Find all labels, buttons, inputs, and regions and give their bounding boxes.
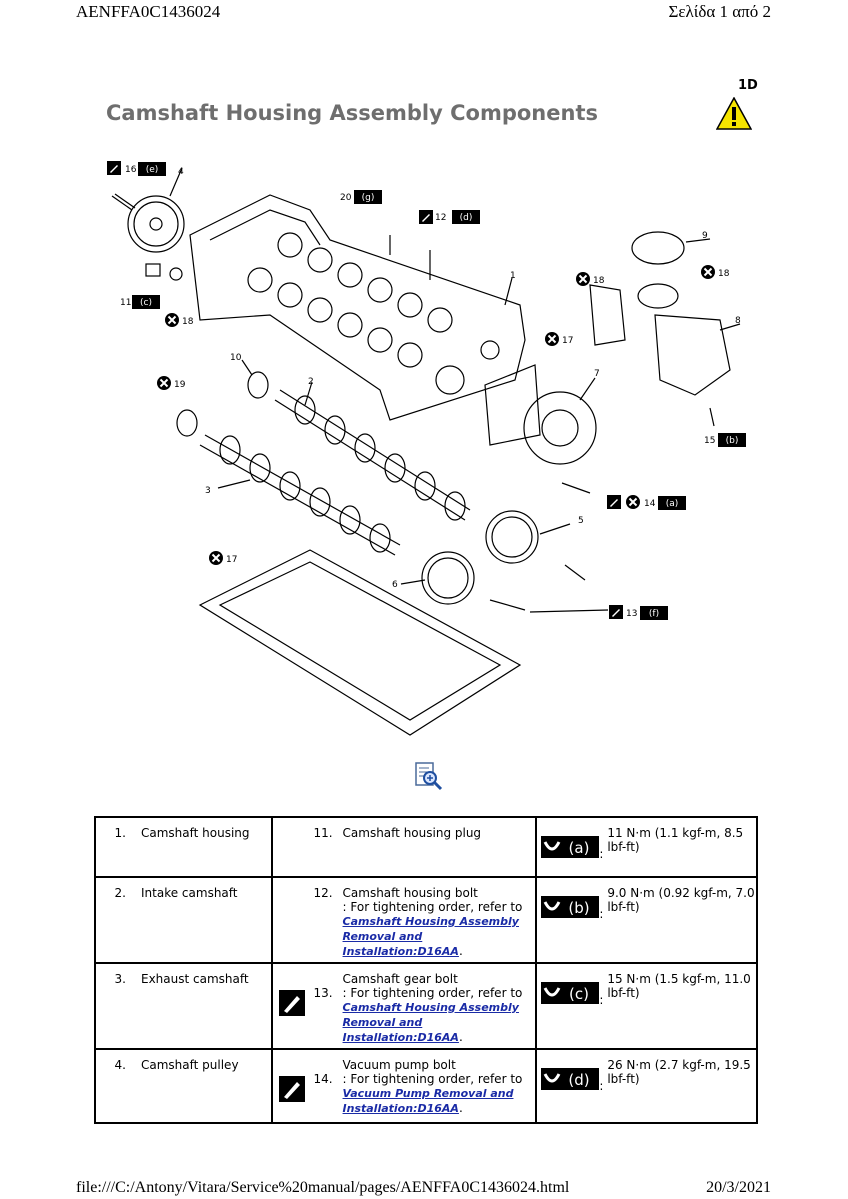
procedure-link[interactable]: Removal and [342, 930, 423, 943]
document-code: AENFFA0C1436024 [76, 2, 221, 21]
torque-value: 9.0 N·m (0.92 kgf-m, 7.0 lbf-ft) [607, 886, 755, 914]
callout-16: 16 [125, 165, 137, 175]
part-name: Camshaft housing [141, 826, 250, 840]
page-title: Camshaft Housing Assembly Components [106, 101, 598, 125]
torque-b-tag: (b) [726, 436, 739, 446]
callout-8: 8 [735, 316, 741, 326]
part-name: Camshaft housing bolt [342, 886, 478, 900]
torque-d-icon: (d) [541, 1068, 600, 1090]
callout-14: 14 [644, 499, 656, 509]
table-row: 2. Intake camshaft 12. Camshaft housing b… [94, 876, 758, 964]
callout-18b: 18 [593, 276, 605, 286]
torque-code: (a) [569, 839, 590, 857]
procedure-link[interactable]: Camshaft Housing Assembly [342, 915, 519, 928]
part-number: 2. [114, 886, 126, 900]
torque-code: (b) [569, 899, 590, 917]
callout-6: 6 [392, 580, 398, 590]
torque-value: 15 N·m (1.5 kgf-m, 11.0 lbf-ft) [607, 972, 751, 1000]
torque-f-tag: (f) [649, 609, 659, 619]
callout-19: 19 [174, 380, 186, 390]
callout-12: 12 [435, 213, 446, 223]
tightening-note: : For tightening order, refer to [342, 1072, 523, 1086]
torque-code: (c) [569, 985, 589, 1003]
callout-10: 10 [230, 353, 242, 363]
print-date: 20/3/2021 [706, 1179, 771, 1196]
table-row: 3. Exhaust camshaft 13. Camshaft gear bol… [94, 962, 758, 1050]
callout-9: 9 [702, 231, 708, 241]
callout-4: 4 [178, 167, 184, 177]
part-number: 3. [114, 972, 126, 986]
parts-table: 1. Camshaft housing 11. Camshaft housing … [94, 816, 758, 1124]
procedure-link[interactable]: Installation:D16AA [342, 1031, 459, 1044]
tightening-note: : For tightening order, refer to [342, 986, 523, 1000]
callout-5: 5 [578, 516, 584, 526]
callout-17a: 17 [562, 336, 573, 346]
callout-7: 7 [594, 369, 600, 379]
torque-d-tag: (d) [460, 213, 473, 223]
procedure-link[interactable]: Installation:D16AA [342, 1102, 459, 1115]
part-number: 4. [114, 1058, 126, 1072]
callout-15: 15 [704, 436, 715, 446]
procedure-link[interactable]: Vacuum Pump Removal and [342, 1087, 514, 1100]
part-name: Camshaft gear bolt [342, 972, 458, 986]
warning-icon [716, 97, 752, 130]
callout-1: 1 [510, 271, 516, 281]
page-indicator: Σελίδα 1 από 2 [668, 2, 771, 21]
callout-3: 3 [205, 486, 211, 496]
callout-11: 11 [120, 298, 131, 308]
callout-18a: 18 [182, 317, 194, 327]
torque-a-icon: (a) [541, 836, 600, 858]
callout-13: 13 [626, 609, 637, 619]
torque-a-tag: (a) [666, 499, 679, 509]
callout-18c: 18 [718, 269, 730, 279]
torque-g-tag: (g) [362, 193, 375, 203]
cam-lobes [219, 395, 466, 553]
part-number: 12. [313, 886, 333, 900]
exploded-parts-diagram: 1 2 3 4 5 6 7 8 9 10 11 (c) 12 (d) 13 (f… [107, 161, 746, 736]
tightening-note: : For tightening order, refer to [342, 900, 523, 914]
torque-e-tag: (e) [146, 165, 159, 175]
part-number: 1. [114, 826, 126, 840]
part-name: Exhaust camshaft [141, 972, 249, 986]
torque-c-icon: (c) [541, 982, 600, 1004]
part-name: Vacuum pump bolt [342, 1058, 456, 1072]
housing-lobes [247, 232, 453, 368]
part-name: Camshaft pulley [141, 1058, 239, 1072]
torque-code: (d) [569, 1071, 590, 1089]
procedure-link[interactable]: Camshaft Housing Assembly [342, 1001, 519, 1014]
part-name: Intake camshaft [141, 886, 238, 900]
zoom-image-icon[interactable] [414, 761, 444, 791]
torque-value: 26 N·m (2.7 kgf-m, 19.5 lbf-ft) [607, 1058, 751, 1086]
part-number: 13. [313, 986, 333, 1000]
section-code: 1D [738, 78, 758, 93]
torque-b-icon: (b) [541, 896, 600, 918]
procedure-link[interactable]: Installation:D16AA [342, 945, 459, 958]
callout-17b: 17 [226, 555, 237, 565]
part-number: 11. [313, 826, 333, 840]
callout-20: 20 [340, 193, 352, 203]
table-row: 1. Camshaft housing 11. Camshaft housing … [94, 816, 758, 878]
sealant-pen-icon [278, 990, 305, 1016]
table-row: 4. Camshaft pulley 14. Vacuum pump bolt :… [94, 1048, 758, 1124]
callout-2: 2 [308, 377, 314, 387]
torque-c-tag: (c) [140, 298, 152, 308]
procedure-link[interactable]: Removal and [342, 1016, 423, 1029]
file-path: file:///C:/Antony/Vitara/Service%20manua… [76, 1179, 570, 1196]
sealant-pen-icon [278, 1076, 305, 1102]
torque-value: 11 N·m (1.1 kgf-m, 8.5 lbf-ft) [607, 826, 744, 854]
part-name: Camshaft housing plug [342, 826, 482, 840]
part-number: 14. [313, 1072, 333, 1086]
